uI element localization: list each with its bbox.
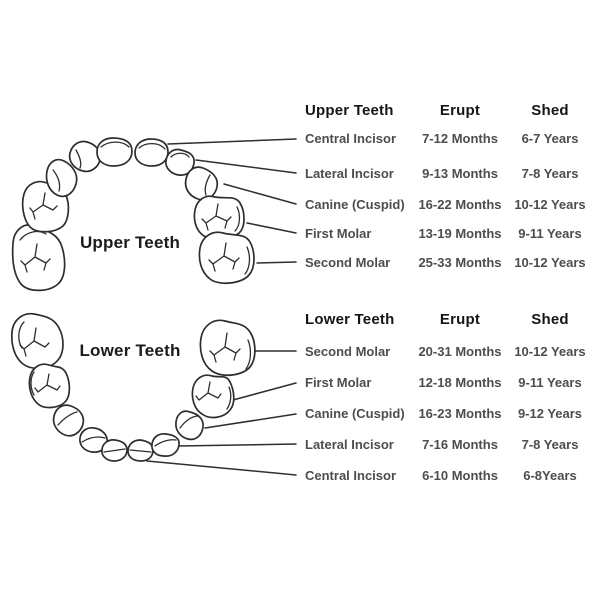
table-row: Second Molar 20-31 Months 10-12 Years [0, 344, 600, 360]
leader-upper-central-incisor [167, 138, 297, 145]
table-row: Canine (Cuspid) 16-23 Months 9-12 Years [0, 406, 600, 422]
upper-left-second-molar-tooth [11, 224, 66, 292]
erupt-value: 7-16 Months [422, 437, 498, 452]
upper-right-second-molar-tooth [198, 231, 255, 285]
tooth-name: Lateral Incisor [305, 437, 394, 452]
erupt-value: 16-22 Months [418, 197, 502, 212]
tooth-name: Second Molar [305, 255, 391, 270]
upper-left-central-incisor-tooth [96, 137, 133, 167]
erupt-value: 16-23 Months [418, 406, 502, 421]
leader-upper-lateral-incisor [195, 159, 297, 174]
upper-right-lateral-incisor-tooth [165, 148, 195, 176]
lower-right-second-molar-tooth [199, 319, 256, 377]
lower-erupt-column-header: Erupt [439, 311, 481, 328]
table-row: Second Molar 25-33 Months 10-12 Years [0, 255, 600, 271]
lower-right-canine-tooth [175, 410, 204, 441]
shed-value: 9-11 Years [518, 375, 582, 390]
leader-lower-canine [204, 413, 297, 429]
shed-value: 10-12 Years [514, 255, 586, 270]
upper-table-header: Upper Teeth Erupt Shed [0, 103, 600, 119]
upper-left-canine-tooth [45, 158, 78, 198]
erupt-value: 7-12 Months [422, 131, 498, 146]
upper-arch-label: Upper Teeth [79, 233, 181, 252]
tooth-name: Canine (Cuspid) [305, 197, 405, 212]
shed-value: 10-12 Years [514, 344, 586, 359]
shed-value: 9-11 Years [518, 226, 582, 241]
table-row: First Molar 13-19 Months 9-11 Years [0, 226, 600, 242]
upper-right-central-incisor-tooth [134, 138, 169, 167]
shed-value: 7-8 Years [521, 437, 579, 452]
shed-value: 10-12 Years [514, 197, 586, 212]
lower-right-first-molar-tooth [191, 374, 235, 419]
table-row: Central Incisor 7-12 Months 6-7 Years [0, 131, 600, 147]
lower-left-lateral-incisor-tooth [79, 427, 108, 453]
lower-arch-label: Lower Teeth [79, 341, 181, 360]
table-row: First Molar 12-18 Months 9-11 Years [0, 375, 600, 391]
table-row: Central Incisor 6-10 Months 6-8Years [0, 468, 600, 484]
upper-shed-column-header: Shed [531, 102, 569, 119]
upper-right-canine-tooth [184, 166, 219, 201]
tooth-name: First Molar [305, 226, 372, 241]
tooth-name: First Molar [305, 375, 372, 390]
lower-right-lateral-incisor-tooth [151, 433, 180, 457]
tooth-name: Second Molar [305, 344, 391, 359]
tooth-name: Central Incisor [305, 468, 397, 483]
upper-arch-diagram [11, 137, 297, 292]
erupt-value: 6-10 Months [422, 468, 498, 483]
leader-lower-central-incisor [146, 460, 297, 476]
tooth-name: Canine (Cuspid) [305, 406, 405, 421]
table-row: Canine (Cuspid) 16-22 Months 10-12 Years [0, 197, 600, 213]
erupt-value: 20-31 Months [418, 344, 502, 359]
lower-arch-diagram [10, 312, 297, 476]
leader-lower-first-molar [232, 382, 297, 401]
leader-lower-lateral-incisor [176, 443, 297, 447]
lower-left-first-molar-tooth [28, 363, 71, 409]
upper-name-column-header: Upper Teeth [305, 102, 394, 119]
shed-value: 7-8 Years [521, 166, 579, 181]
erupt-value: 9-13 Months [422, 166, 498, 181]
lower-table-header: Lower Teeth Erupt Shed [0, 312, 600, 328]
shed-value: 9-12 Years [517, 406, 583, 421]
lower-left-central-incisor-tooth [101, 439, 128, 462]
erupt-value: 12-18 Months [418, 375, 502, 390]
leader-upper-canine [223, 183, 297, 205]
upper-erupt-column-header: Erupt [439, 102, 481, 119]
leader-upper-first-molar [246, 222, 297, 234]
erupt-value: 13-19 Months [418, 226, 502, 241]
leader-upper-second-molar [256, 261, 297, 264]
lower-left-canine-tooth [52, 404, 85, 437]
table-row: Lateral Incisor 7-16 Months 7-8 Years [0, 437, 600, 453]
shed-value: 6-7 Years [521, 131, 579, 146]
lower-name-column-header: Lower Teeth [305, 311, 395, 328]
upper-right-first-molar-tooth [193, 195, 245, 240]
table-row: Lateral Incisor 9-13 Months 7-8 Years [0, 166, 600, 182]
shed-value: 6-8Years [523, 468, 577, 483]
erupt-value: 25-33 Months [418, 255, 502, 270]
lower-shed-column-header: Shed [531, 311, 569, 328]
tooth-name: Lateral Incisor [305, 166, 394, 181]
tooth-name: Central Incisor [305, 131, 397, 146]
